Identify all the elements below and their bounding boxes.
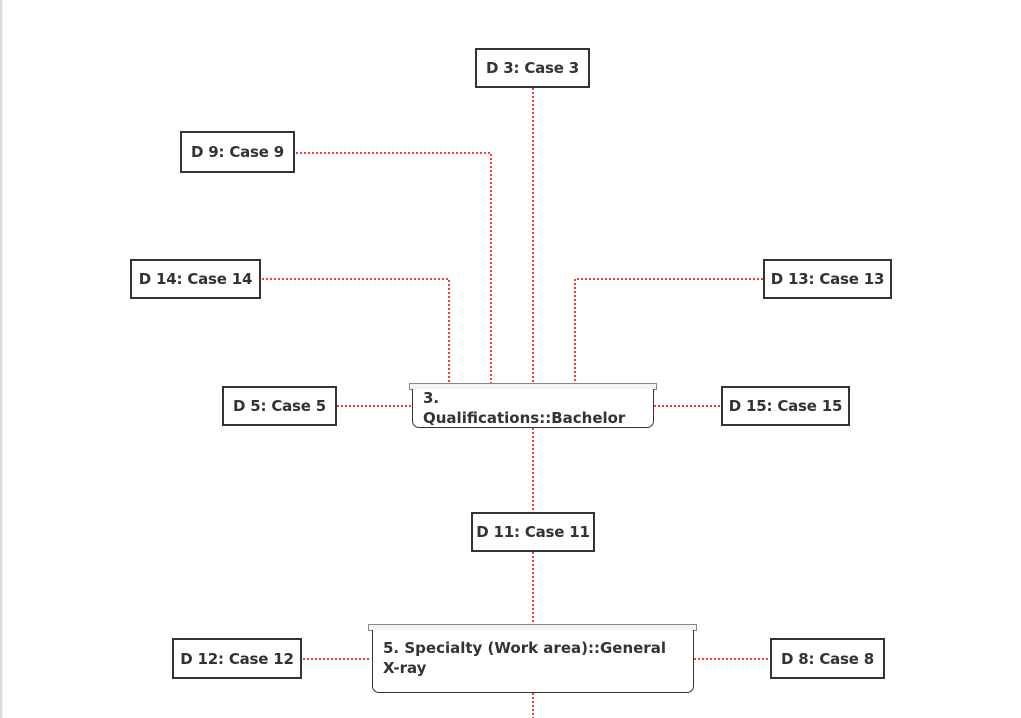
document-node-d9[interactable]: D 9: Case 9: [180, 131, 295, 173]
category-node-general-xray[interactable]: 5. Specialty (Work area)::General X-ray: [372, 630, 694, 693]
category-label: 3. Qualifications::Bachelor: [423, 389, 626, 427]
document-node-d14[interactable]: D 14: Case 14: [130, 259, 261, 299]
document-label: D 3: Case 3: [485, 59, 580, 77]
document-label: D 12: Case 12: [180, 649, 294, 668]
document-node-d12[interactable]: D 12: Case 12: [172, 638, 302, 679]
document-node-d8[interactable]: D 8: Case 8: [770, 638, 885, 679]
category-node-bachelor[interactable]: 3. Qualifications::Bachelor: [412, 389, 654, 428]
link-d9-bachelor: [296, 152, 492, 384]
document-node-d15[interactable]: D 15: Case 15: [721, 386, 850, 426]
link-d13-bachelor: [574, 278, 763, 384]
document-node-d13[interactable]: D 13: Case 13: [763, 259, 892, 299]
document-label: D 13: Case 13: [770, 270, 885, 288]
document-label: D 14: Case 14: [138, 270, 253, 288]
window-left-shadow: [2, 0, 3, 718]
category-label: 5. Specialty (Work area)::General X-ray: [383, 639, 666, 677]
document-label: D 9: Case 9: [190, 143, 285, 161]
document-label: D 11: Case 11: [476, 523, 590, 541]
document-node-d11[interactable]: D 11: Case 11: [471, 512, 595, 552]
window-left-border: [0, 0, 2, 718]
document-node-d5[interactable]: D 5: Case 5: [222, 386, 337, 426]
document-label: D 5: Case 5: [232, 397, 327, 415]
link-d14-bachelor: [262, 278, 450, 384]
document-label: D 15: Case 15: [728, 397, 843, 415]
document-label: D 8: Case 8: [780, 649, 875, 668]
document-node-d3[interactable]: D 3: Case 3: [475, 48, 590, 88]
